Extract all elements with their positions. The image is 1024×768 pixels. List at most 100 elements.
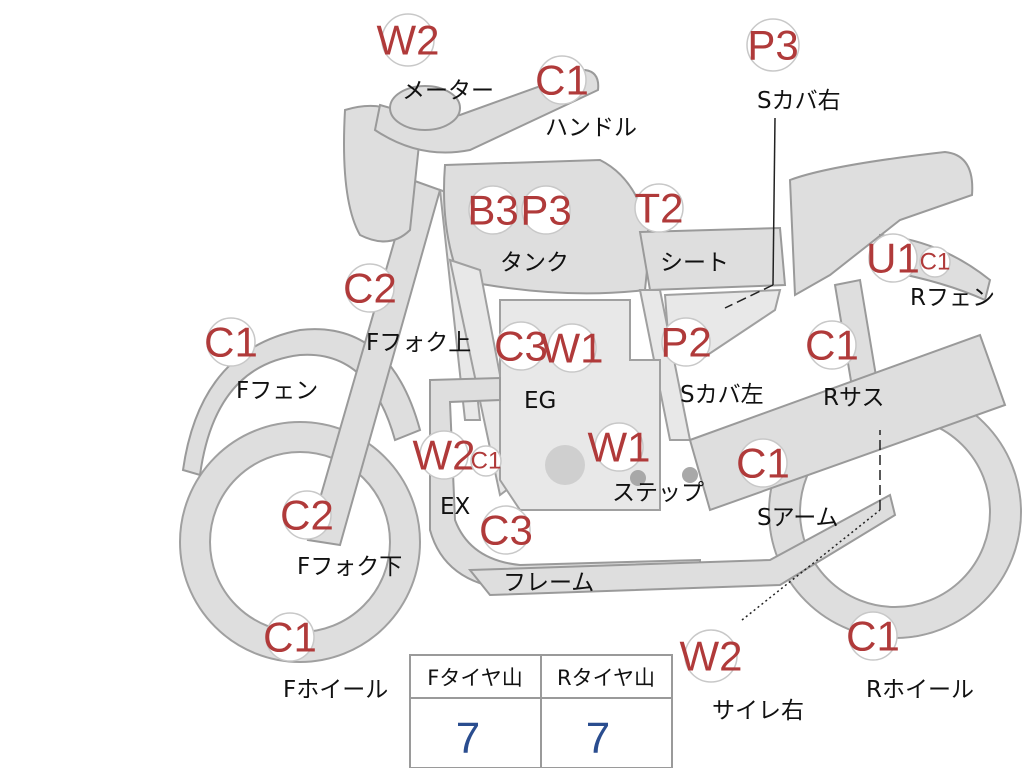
r-suspension-grade-text: C1 <box>805 322 859 369</box>
step-grade-badge <box>594 422 644 472</box>
f-fender-label: Fフェン <box>236 378 318 404</box>
seat-marker: T2 シート <box>634 183 729 276</box>
s-cover-right-label: Sカバ右 <box>757 88 841 114</box>
swing-arm-grade-badge <box>738 438 788 488</box>
r-fender-grade-badge-2 <box>919 246 951 278</box>
front-wheel-inner-edge <box>209 451 391 633</box>
r-fender-label: Rフェン <box>910 285 995 311</box>
f-wheel-grade-badge <box>265 612 315 662</box>
lower-frame-shape <box>467 493 897 597</box>
s-cover-left-grade-badge <box>661 317 711 367</box>
engine-grade-badge <box>496 321 546 371</box>
meter-marker: W2 メーター <box>377 13 494 104</box>
step-peg-right <box>682 467 698 483</box>
seat-grade-badge <box>634 183 684 233</box>
tank-grade-text: B3 <box>467 187 518 234</box>
s-cover-right-grade-badge <box>746 18 800 72</box>
engine-grade-badge-2 <box>547 323 597 373</box>
handle-marker: C1 ハンドル <box>535 55 637 141</box>
seat-label: シート <box>660 250 729 276</box>
meter-shape <box>389 85 461 131</box>
engine-cover-shape <box>545 445 585 485</box>
f-fender-grade-badge <box>206 317 256 367</box>
silencer-right-marker: W2 サイレ右 <box>680 629 804 724</box>
front-tire-value: 7 <box>456 714 480 763</box>
r-fender-grade-text: U1 <box>866 235 920 282</box>
meter-grade-badge <box>381 13 435 67</box>
step-marker: W1 ステップ <box>588 422 704 506</box>
front-fork-shape <box>306 178 442 547</box>
f-fork-upper-grade-badge <box>345 263 395 313</box>
step-peg-left <box>630 470 646 486</box>
meter-grade-text: W2 <box>377 17 440 64</box>
s-cover-right-grade-text: P3 <box>747 22 798 69</box>
r-suspension-label: Rサス <box>823 385 885 411</box>
tire-tread-table: Fタイヤ山 Rタイヤ山 7 7 <box>409 654 673 768</box>
f-fork-lower-grade-badge <box>282 490 332 540</box>
step-grade-text: W1 <box>588 424 651 471</box>
frame-grade-badge <box>481 505 531 555</box>
r-wheel-label: Rホイール <box>866 677 974 703</box>
s-cover-left-label: Sカバ左 <box>680 382 764 408</box>
silencer-right-grade-badge <box>684 629 738 683</box>
exhaust-label: EX <box>440 494 471 520</box>
engine-grade-text-2: W1 <box>541 325 604 372</box>
tank-label: タンク <box>500 250 569 276</box>
frame-grade-text: C3 <box>479 507 533 554</box>
r-fender-grade-badge <box>868 233 918 283</box>
exhaust-grade-badge <box>419 430 469 480</box>
exhaust-grade-text: W2 <box>413 432 476 479</box>
f-fork-lower-label: Fフォク下 <box>297 554 402 580</box>
tank-grade-badge-2 <box>521 185 571 235</box>
f-wheel-grade-text: C1 <box>263 614 317 661</box>
f-wheel-label: Fホイール <box>283 677 388 703</box>
f-fender-grade-text: C1 <box>204 319 258 366</box>
tank-grade-text-2: P3 <box>520 187 571 234</box>
swing-arm-label: Sアーム <box>757 505 839 531</box>
rear-tire-value: 7 <box>586 714 610 763</box>
front-wheel-outer-edge <box>179 421 421 663</box>
handle-grade-text: C1 <box>535 57 589 104</box>
handle-label: ハンドル <box>545 115 637 141</box>
silencer-right-grade-text: W2 <box>680 633 743 680</box>
frame-marker: C3 フレーム <box>479 505 594 596</box>
s-cover-left-grade-text: P2 <box>660 319 711 366</box>
swing-arm-grade-text: C1 <box>736 440 790 487</box>
front-tire-header: Fタイヤ山 <box>427 666 522 690</box>
silencer-right-label: サイレ右 <box>712 698 804 724</box>
f-fork-upper-grade-text: C2 <box>343 265 397 312</box>
rear-tire-header: Rタイヤ山 <box>557 666 655 690</box>
tank-grade-badge <box>468 185 518 235</box>
seat-shape <box>638 226 787 292</box>
f-fork-lower-grade-text: C2 <box>280 492 334 539</box>
s-cover-right-leader-dash <box>724 284 774 309</box>
engine-grade-text: C3 <box>494 323 548 370</box>
frame-label: フレーム <box>503 570 594 596</box>
r-suspension-grade-badge <box>807 320 857 370</box>
handle-grade-badge <box>537 55 587 105</box>
f-fork-upper-label: Fフォク上 <box>366 330 471 356</box>
tail-cowl-shape <box>788 150 974 297</box>
exhaust-grade-text-2: C1 <box>471 448 502 475</box>
r-wheel-grade-text: C1 <box>846 613 900 660</box>
seat-grade-text: T2 <box>634 185 683 232</box>
step-label: ステップ <box>612 480 704 506</box>
exhaust-grade-badge-2 <box>470 445 502 477</box>
r-fender-grade-text-2: C1 <box>920 249 951 276</box>
leader-lines <box>724 117 881 621</box>
meter-label: メーター <box>402 78 494 104</box>
